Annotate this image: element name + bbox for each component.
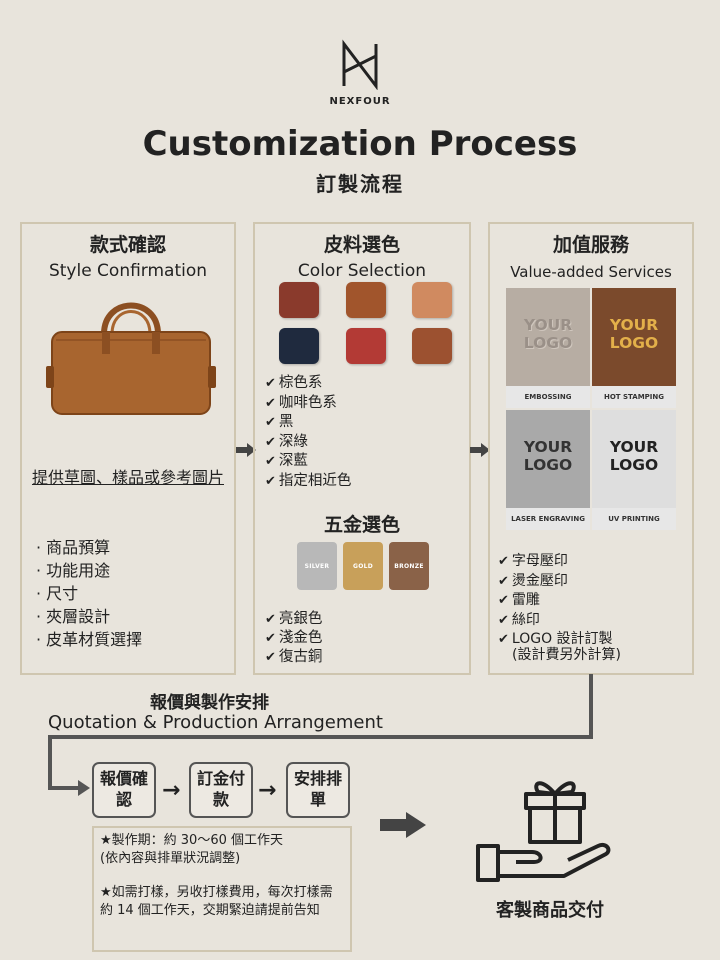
- list-item: 字母壓印: [498, 552, 613, 572]
- style-card: 款式確認 Style Confirmation 提供草圖、樣品或參考圖片 商品預…: [20, 222, 236, 675]
- services-title-zh: 加值服務: [552, 234, 629, 256]
- list-item: 深藍: [265, 452, 351, 472]
- arrow-right-icon: →: [258, 778, 277, 803]
- leather-swatch: [279, 328, 319, 364]
- arrow-right-icon: [470, 443, 490, 457]
- delivery-label: 客製商品交付: [496, 900, 604, 921]
- step-schedule: 安排排單: [286, 762, 350, 818]
- list-item: 深綠: [265, 433, 351, 453]
- list-item: 商品預算: [36, 536, 142, 559]
- brand-logo: NEXFOUR: [310, 38, 410, 107]
- list-item: 咖啡色系: [265, 394, 351, 414]
- list-item: 皮革材質選擇: [36, 628, 142, 651]
- list-item: 淺金色: [265, 629, 323, 648]
- quotation-title-zh: 報價與製作安排: [150, 693, 269, 713]
- flow-connector: [48, 674, 593, 796]
- info-text: (依內容與排單狀況調整): [100, 850, 241, 866]
- color-card: 皮料選色 Color Selection 棕色系 咖啡色系 黑 深綠 深藍 指定…: [253, 222, 471, 675]
- list-item: 指定相近色: [265, 472, 352, 492]
- gift-hand-icon: [476, 781, 611, 882]
- step-quote-confirm: 報價確認: [92, 762, 156, 818]
- list-item: LOGO 設計訂製: [498, 630, 613, 650]
- production-info: ★製作期：約 30～60 個工作天 (依內容與排單狀況調整) ★如需打樣，另收打…: [92, 826, 352, 952]
- color-title-en: Color Selection: [297, 261, 427, 281]
- color-title-zh: 皮料選色: [323, 234, 400, 256]
- leather-swatch: [346, 328, 386, 364]
- metal-swatch-bronze: BRONZE: [389, 542, 429, 590]
- arrow-right-icon: [236, 443, 256, 457]
- style-items: 商品預算 功能用途 尺寸 夾層設計 皮革材質選擇: [36, 536, 142, 651]
- info-text: ★如需打樣，另收打樣費用，每次打樣需約 14 個工作天，交期緊迫請提前告知: [100, 885, 333, 918]
- style-note: 提供草圖、樣品或參考圖片: [31, 468, 224, 487]
- services-image: YOUR LOGO EMBOSSING YOUR LOGO HOT STAMPI…: [506, 288, 676, 542]
- list-item: 亮銀色: [265, 610, 323, 629]
- leather-options: 棕色系 咖啡色系 黑 深綠 深藍 指定相近色: [265, 374, 352, 492]
- leather-swatch: [412, 282, 452, 318]
- brand-name: NEXFOUR: [329, 96, 391, 107]
- hot-stamping-tile: YOUR LOGO HOT STAMPING: [592, 288, 676, 408]
- info-text: ★製作期：約 30～60 個工作天: [100, 833, 284, 848]
- services-note: (設計費另外計算): [512, 647, 621, 663]
- leather-swatch: [346, 282, 386, 318]
- style-title-zh: 款式確認: [89, 234, 166, 256]
- arrow-right-icon: [380, 812, 426, 838]
- style-title-en: Style Confirmation: [48, 261, 208, 281]
- services-options: 字母壓印 燙金壓印 雷雕 絲印 LOGO 設計訂製: [498, 552, 613, 650]
- list-item: 尺寸: [36, 582, 142, 605]
- laser-engraving-tile: YOUR LOGO LASER ENGRAVING: [506, 410, 590, 530]
- metal-options: 亮銀色 淺金色 復古銅: [265, 610, 323, 667]
- metal-swatch-silver: SILVER: [297, 542, 337, 590]
- list-item: 功能用途: [36, 559, 142, 582]
- list-item: 燙金壓印: [498, 572, 613, 592]
- briefcase-image: [46, 302, 216, 415]
- metal-title: 五金選色: [323, 514, 400, 536]
- services-card: 加值服務 Value-added Services YOUR LOGO EMBO…: [488, 222, 694, 675]
- uv-printing-tile: YOUR LOGO UV PRINTING: [592, 410, 676, 530]
- step-deposit: 訂金付款: [189, 762, 253, 818]
- list-item: 黑: [265, 413, 351, 433]
- leather-swatch: [279, 282, 319, 318]
- nexfour-logo-icon: [342, 39, 378, 91]
- list-item: 夾層設計: [36, 605, 142, 628]
- page-subtitle: 訂製流程: [316, 172, 404, 196]
- list-item: 雷雕: [498, 591, 613, 611]
- services-title-en: Value-added Services: [510, 263, 672, 281]
- leather-swatch: [412, 328, 452, 364]
- arrow-right-icon: →: [162, 778, 181, 803]
- embossing-tile: YOUR LOGO EMBOSSING: [506, 288, 590, 408]
- list-item: 絲印: [498, 611, 613, 631]
- list-item: 復古銅: [265, 648, 323, 667]
- quotation-title-en: Quotation & Production Arrangement: [48, 712, 383, 733]
- page-title: Customization Process: [142, 124, 578, 164]
- list-item: 棕色系: [265, 374, 351, 394]
- metal-swatch-gold: GOLD: [343, 542, 383, 590]
